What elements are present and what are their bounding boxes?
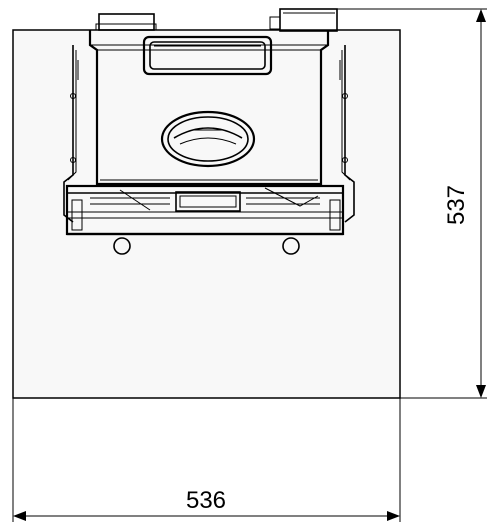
top-left-connector [95, 13, 157, 31]
top-right-connector [269, 8, 338, 32]
width-dimension-label: 536 [186, 487, 226, 514]
oval-flue-port [160, 110, 256, 168]
front-panel-outline [12, 29, 401, 399]
height-dimension-label: 537 [443, 185, 470, 225]
height-dimension [337, 8, 487, 399]
right-pipe-connection [282, 237, 300, 255]
width-dimension [12, 398, 401, 522]
left-pipe-connection [113, 237, 131, 255]
burner-assembly [65, 184, 345, 236]
top-vent-slot [142, 35, 273, 76]
